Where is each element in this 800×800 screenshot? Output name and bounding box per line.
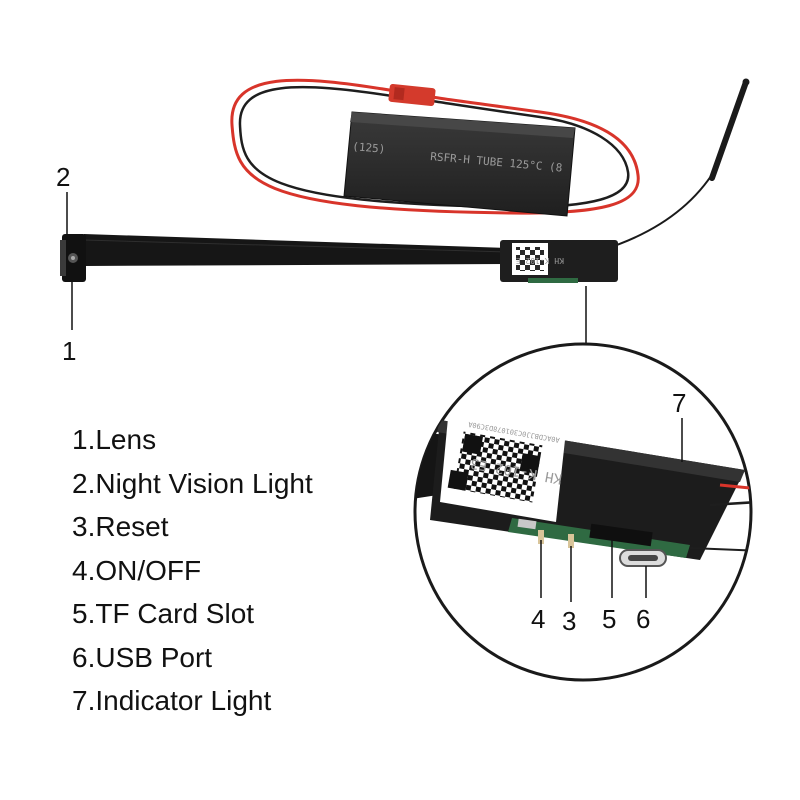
legend-item-on-off: 4.ON/OFF xyxy=(72,554,202,586)
legend-item-usb-port: 6.USB Port xyxy=(72,641,213,673)
ribbon-cable xyxy=(84,234,508,266)
camera-module: KH K-102 E xyxy=(500,240,618,283)
camera-head xyxy=(60,234,86,282)
legend-item-lens: 1.Lens xyxy=(72,424,157,455)
battery: (125) RSFR-H TUBE 125°C (8 xyxy=(343,111,576,217)
callout-2: 2 xyxy=(56,162,70,192)
red-connector xyxy=(388,83,436,107)
legend-list: 1.Lens 2.Night Vision Light 3.Reset 4.ON… xyxy=(72,418,313,723)
antenna xyxy=(601,78,750,251)
callout-4: 4 xyxy=(531,604,545,634)
callout-7: 7 xyxy=(672,388,686,418)
legend-item-reset: 3.Reset xyxy=(72,511,169,542)
callout-3: 3 xyxy=(562,606,576,636)
callout-5: 5 xyxy=(602,604,616,634)
module-label: KH K-102 E xyxy=(516,256,564,265)
legend-item-tf-card: 5.TF Card Slot xyxy=(72,598,255,629)
callout-1: 1 xyxy=(62,336,76,366)
legend-item-night-vision: 2.Night Vision Light xyxy=(72,467,313,499)
battery-label-left: (125) xyxy=(352,140,386,156)
callout-6: 6 xyxy=(636,604,650,634)
zoom-detail: A0ACDBJJ0C301078D3C90A KH K-102 E3 xyxy=(415,418,751,567)
legend-item-indicator: 7.Indicator Light xyxy=(72,685,272,716)
